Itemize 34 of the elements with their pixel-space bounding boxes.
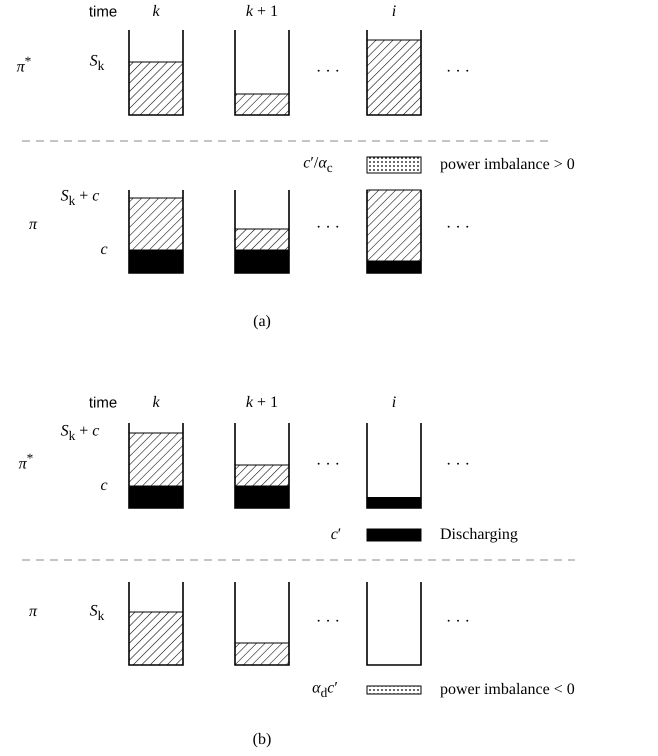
ellipsis: · · · — [446, 457, 470, 473]
ellipsis: · · · — [316, 457, 340, 473]
legend-value: α$_{d}$c′ — [312, 680, 338, 700]
level-label: S$_{k}$ — [90, 604, 104, 622]
row-heading: time — [88, 396, 118, 410]
level-label: c — [100, 242, 108, 258]
ellipsis: · · · — [446, 614, 470, 630]
time-step-label: k — [152, 395, 160, 411]
ellipsis: · · · — [316, 64, 340, 80]
legend-text: power imbalance > 0 — [440, 157, 575, 173]
policy-label: π$^{*}$ — [18, 451, 34, 473]
level-label: c — [100, 478, 108, 494]
panel-label: (b) — [252, 732, 272, 748]
time-step-label: k — [152, 4, 160, 20]
ellipsis: · · · — [316, 614, 340, 630]
panel-label: (a) — [253, 314, 271, 330]
level-label: S$_{k}$ — [90, 54, 104, 72]
level-label: S$_{k}$ + c — [60, 188, 100, 208]
ellipsis: · · · — [446, 64, 470, 80]
ellipsis: · · · — [446, 220, 470, 236]
time-step-label: k + 1 — [246, 4, 278, 20]
legend-text: Discharging — [440, 527, 518, 543]
time-step-label: k + 1 — [246, 395, 278, 411]
legend-value: c′/α$_{c}$ — [303, 156, 333, 174]
time-step-label: i — [392, 4, 396, 20]
policy-label: π — [29, 217, 37, 233]
legend-value: c′ — [330, 527, 342, 543]
level-label: S$_{k}$ + c — [60, 424, 100, 442]
row-heading: time — [88, 4, 118, 20]
time-step-label: i — [392, 395, 396, 411]
legend-text: power imbalance < 0 — [440, 682, 575, 698]
policy-label: π$^{*}$ — [16, 54, 32, 76]
policy-label: π — [29, 604, 37, 620]
ellipsis: · · · — [316, 220, 340, 236]
